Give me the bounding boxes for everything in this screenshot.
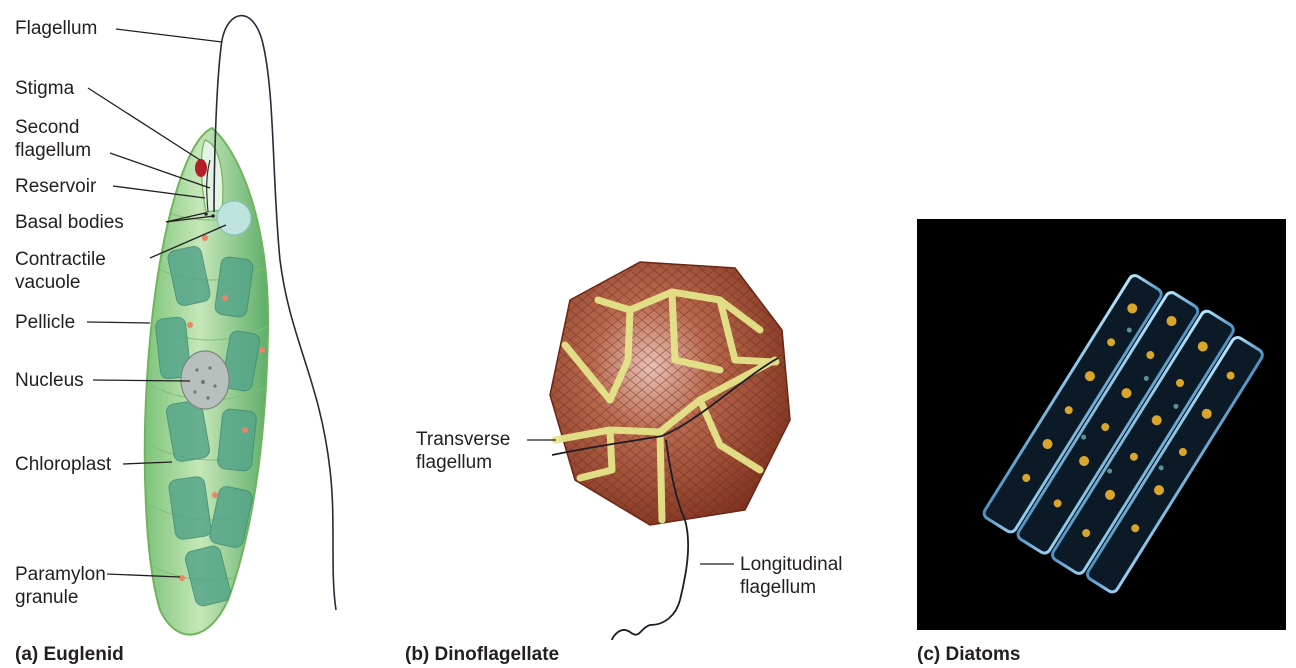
label-pellicle: Pellicle — [15, 311, 75, 334]
label-paramylon-granule-line1: Paramylon — [15, 563, 106, 586]
label-nucleus: Nucleus — [15, 369, 84, 392]
caption-dinoflagellate: (b) Dinoflagellate — [405, 644, 559, 666]
caption-diatoms: (c) Diatoms — [917, 644, 1020, 666]
label-contractile-vacuole-line1: Contractile — [15, 248, 106, 271]
label-transverse-flagellum-line1: Transverse — [416, 428, 510, 451]
label-longitudinal-flagellum: Longitudinal flagellum — [740, 553, 842, 599]
label-transverse-flagellum-line2: flagellum — [416, 451, 510, 474]
label-longitudinal-flagellum-line2: flagellum — [740, 576, 842, 599]
label-contractile-vacuole: Contractile vacuole — [15, 248, 106, 294]
label-contractile-vacuole-line2: vacuole — [15, 271, 106, 294]
diatom-micrograph — [917, 219, 1286, 630]
label-flagellum: Flagellum — [15, 17, 97, 40]
label-second-flagellum: Second flagellum — [15, 116, 91, 162]
nucleus-shape — [181, 351, 229, 409]
label-second-flagellum-line2: flagellum — [15, 139, 91, 162]
label-basal-bodies: Basal bodies — [15, 211, 124, 234]
label-longitudinal-flagellum-line1: Longitudinal — [740, 553, 842, 576]
label-paramylon-granule: Paramylon granule — [15, 563, 106, 609]
label-chloroplast: Chloroplast — [15, 453, 111, 476]
contractile-vacuole-shape — [217, 201, 251, 235]
caption-euglenid: (a) Euglenid — [15, 644, 124, 666]
label-reservoir: Reservoir — [15, 175, 96, 198]
label-stigma: Stigma — [15, 77, 74, 100]
stigma-shape — [195, 159, 207, 177]
label-second-flagellum-line1: Second — [15, 116, 91, 139]
euglena-illustration — [140, 16, 336, 635]
label-paramylon-granule-line2: granule — [15, 586, 106, 609]
label-transverse-flagellum: Transverse flagellum — [416, 428, 510, 474]
